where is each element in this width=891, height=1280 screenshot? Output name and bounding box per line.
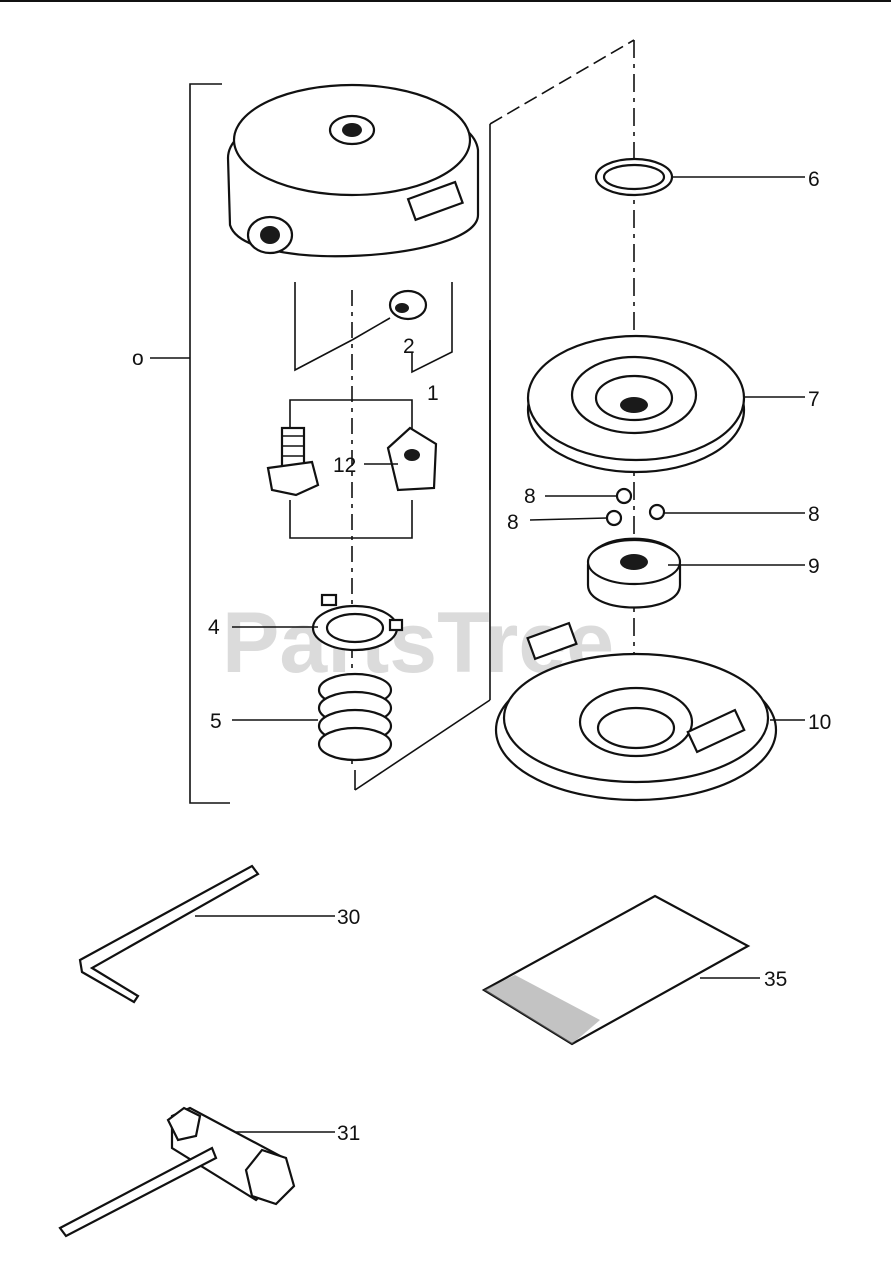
spring-part [317,672,393,762]
spool-part [526,334,746,474]
label-part-31: 31 [337,1122,360,1145]
label-part-7: 7 [808,388,820,411]
label-part-6: 6 [808,168,820,191]
grommet-part [388,289,428,321]
instruction-sheet [481,894,751,1046]
ratchet-part [586,537,682,609]
part-labels: o 1 2 4 5 6 7 8 8 8 9 10 12 30 31 35 [132,168,831,1145]
washer-part [311,593,404,652]
label-part-5: 5 [210,710,222,733]
label-part-8-c: 8 [808,503,820,526]
label-part-1: 1 [427,382,439,405]
label-assembly: o [132,347,144,370]
label-part-10: 10 [808,711,831,734]
leader-lines [195,176,805,1133]
label-part-35: 35 [764,968,787,991]
label-part-8-b: 8 [507,511,519,534]
base-plate-part [494,621,778,802]
label-part-4: 4 [208,616,220,639]
box-wrench-tool [58,1106,296,1238]
hex-key-tool [78,864,260,1004]
bolt-part [266,426,320,497]
assembly-bracket [150,83,230,804]
label-part-12: 12 [333,454,356,477]
label-part-30: 30 [337,906,360,929]
o-ring-part [594,157,674,197]
label-part-8-a: 8 [524,485,536,508]
eyelet-part [386,426,438,492]
ball-parts [605,487,666,527]
cover-housing [226,83,480,258]
label-part-9: 9 [808,555,820,578]
label-part-2: 2 [403,335,415,358]
